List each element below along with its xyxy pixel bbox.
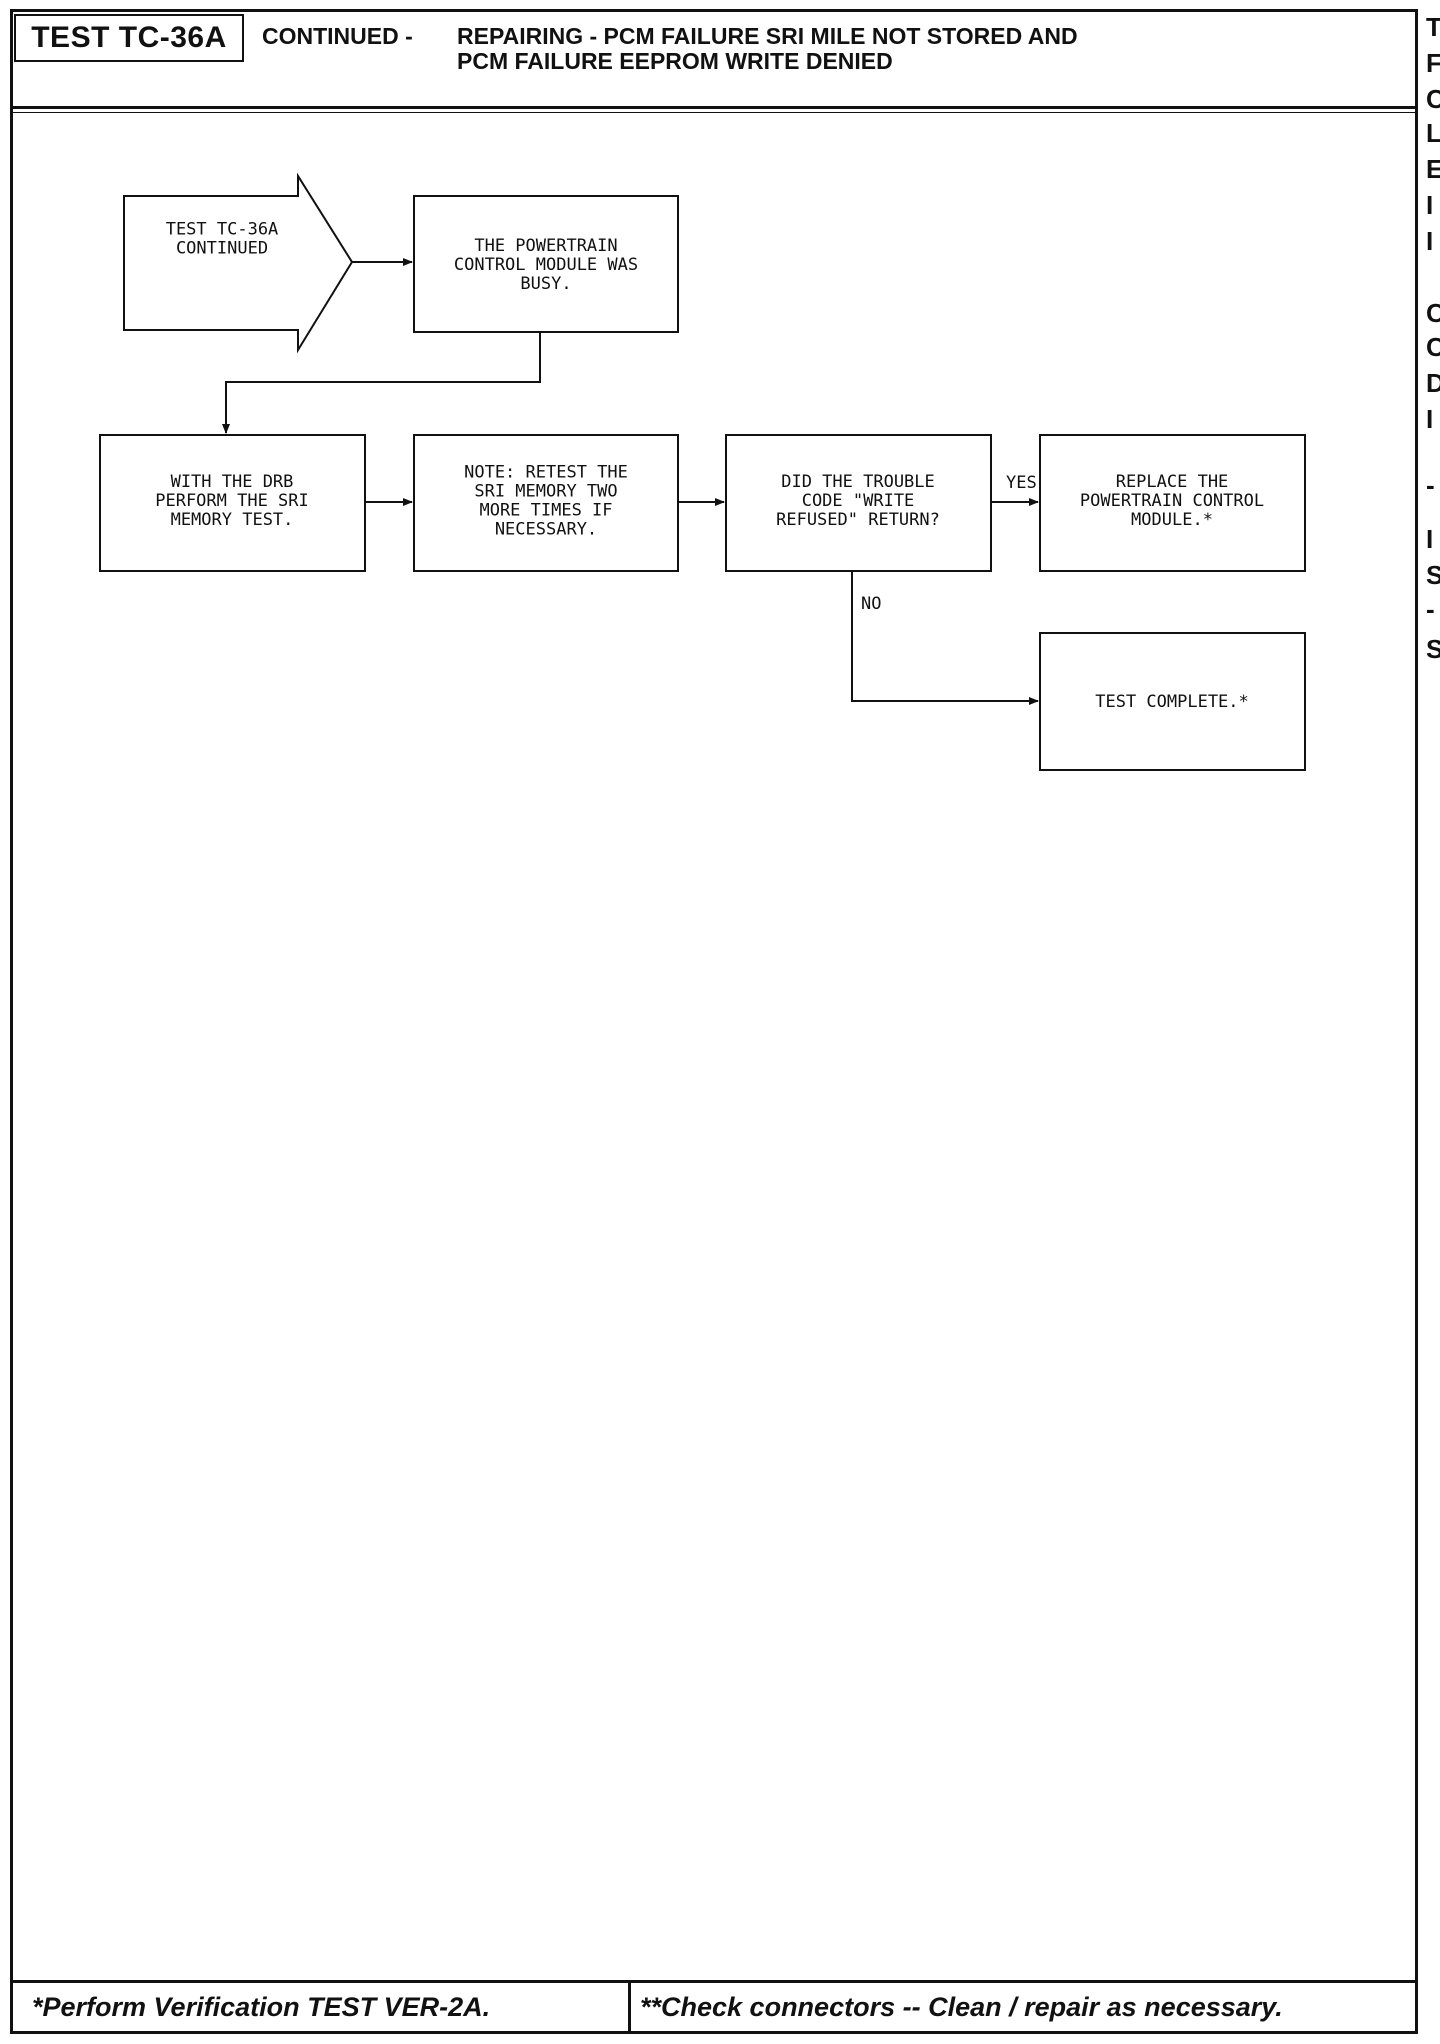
node-text-line: MORE TIMES IF — [479, 501, 612, 521]
node-text-line: PERFORM THE SRI — [155, 491, 309, 511]
node-text-line: POWERTRAIN CONTROL — [1080, 491, 1264, 511]
footer-connector-note: **Check connectors -- Clean / repair as … — [640, 1992, 1283, 2022]
margin-letter: D — [1426, 368, 1440, 398]
test-id-badge: TEST TC-36A — [14, 14, 244, 62]
edge-busy-to-drb — [222, 332, 541, 434]
margin-letter: I — [1426, 226, 1434, 256]
header-divider-thin — [10, 112, 1418, 113]
margin-letter: C — [1426, 84, 1440, 114]
node-text-line: CONTROL MODULE WAS — [454, 255, 638, 275]
node-text-line: TEST COMPLETE.* — [1095, 692, 1249, 712]
footer-divider — [10, 1980, 1418, 1983]
node-text-line: MEMORY TEST. — [171, 510, 294, 530]
node-text-line: THE POWERTRAIN — [474, 236, 617, 256]
margin-letter: - — [1426, 594, 1435, 624]
page-title-line-1: REPAIRING - PCM FAILURE SRI MILE NOT STO… — [457, 23, 1078, 49]
test-complete-node: TEST COMPLETE.* — [1039, 632, 1306, 771]
node-text-line: WITH THE DRB — [171, 472, 294, 492]
title-prefix: CONTINUED - — [262, 23, 413, 49]
page-title-line-2: PCM FAILURE EEPROM WRITE DENIED — [457, 48, 893, 74]
footer-column-divider — [628, 1980, 631, 2034]
node-text-line: CODE "WRITE — [802, 491, 915, 511]
node-text-line: MODULE.* — [1131, 510, 1213, 530]
margin-letter: F — [1426, 48, 1440, 78]
margin-letter: C — [1426, 298, 1440, 328]
margin-letter: T — [1426, 12, 1440, 42]
footer-verification-note: *Perform Verification TEST VER-2A. — [32, 1992, 491, 2022]
margin-letter: L — [1426, 118, 1440, 148]
node-text-line: NOTE: RETEST THE — [464, 463, 628, 483]
margin-letter: I — [1426, 190, 1434, 220]
node-text-line: REFUSED" RETURN? — [776, 510, 940, 530]
margin-letter: S — [1426, 634, 1440, 664]
margin-letter: S — [1426, 560, 1440, 590]
node-text-line: NECESSARY. — [495, 520, 597, 540]
node-text-line: REPLACE THE — [1116, 472, 1229, 492]
node-text-line: CONTINUED — [176, 239, 268, 259]
header-divider — [10, 106, 1418, 109]
node-text-line: BUSY. — [520, 274, 571, 294]
margin-letter: I — [1426, 524, 1434, 554]
edge-question-to-complete — [851, 571, 1039, 705]
node-text-line: DID THE TROUBLE — [781, 472, 935, 492]
margin-letter: - — [1426, 470, 1435, 500]
node-text-line: SRI MEMORY TWO — [474, 482, 617, 502]
margin-letter: I — [1426, 404, 1434, 434]
page-frame — [10, 9, 1418, 2034]
node-text-line: TEST TC-36A — [166, 220, 279, 240]
margin-letter: E — [1426, 154, 1440, 184]
test-complete-text: TEST COMPLETE.* — [1095, 692, 1249, 712]
yes-label: YES — [1006, 473, 1037, 493]
no-label: NO — [861, 594, 881, 614]
margin-letter: C — [1426, 332, 1440, 362]
